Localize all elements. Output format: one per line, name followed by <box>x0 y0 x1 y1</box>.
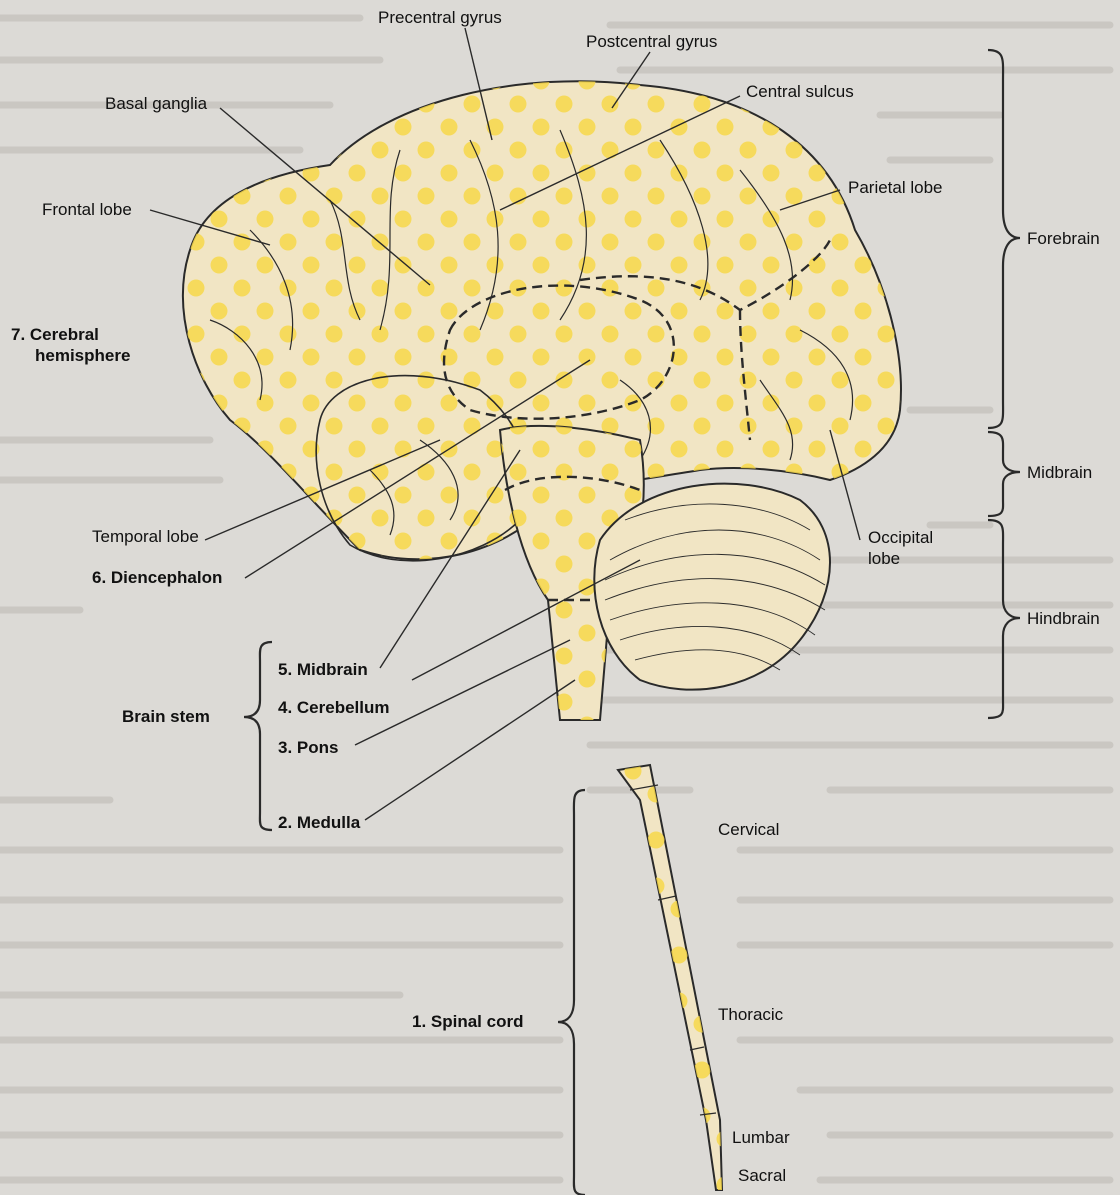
label-thoracic: Thoracic <box>718 1005 783 1025</box>
label-spinal-cord: 1. Spinal cord <box>412 1012 523 1032</box>
label-brain-stem: Brain stem <box>122 707 210 727</box>
spinal-cord-shape <box>618 765 722 1190</box>
label-hindbrain: Hindbrain <box>1027 609 1100 629</box>
label-midbrain-5: 5. Midbrain <box>278 660 368 680</box>
brain-stem-brace <box>244 642 272 830</box>
label-frontal-lobe: Frontal lobe <box>42 200 132 220</box>
label-cervical: Cervical <box>718 820 779 840</box>
label-central-sulcus: Central sulcus <box>746 82 854 102</box>
label-occipital-lobe-2: lobe <box>868 549 900 569</box>
label-lumbar: Lumbar <box>732 1128 790 1148</box>
label-diencephalon: 6. Diencephalon <box>92 568 222 588</box>
cerebellum-shape <box>594 484 830 690</box>
label-postcentral-gyrus: Postcentral gyrus <box>586 32 717 52</box>
label-precentral-gyrus: Precentral gyrus <box>378 8 502 28</box>
label-midbrain-division: Midbrain <box>1027 463 1092 483</box>
label-cerebellum-4: 4. Cerebellum <box>278 698 390 718</box>
spinal-cord-brace <box>558 790 585 1195</box>
division-braces <box>988 50 1020 718</box>
label-basal-ganglia: Basal ganglia <box>105 94 207 114</box>
label-parietal-lobe: Parietal lobe <box>848 178 943 198</box>
label-occipital-lobe-1: Occipital <box>868 528 933 548</box>
label-pons-3: 3. Pons <box>278 738 338 758</box>
label-temporal-lobe: Temporal lobe <box>92 527 199 547</box>
label-cerebral-hemisphere-2: hemisphere <box>35 346 130 366</box>
label-cerebral-hemisphere-1: 7. Cerebral <box>11 325 99 345</box>
label-sacral: Sacral <box>738 1166 786 1186</box>
label-forebrain: Forebrain <box>1027 229 1100 249</box>
label-medulla-2: 2. Medulla <box>278 813 360 833</box>
